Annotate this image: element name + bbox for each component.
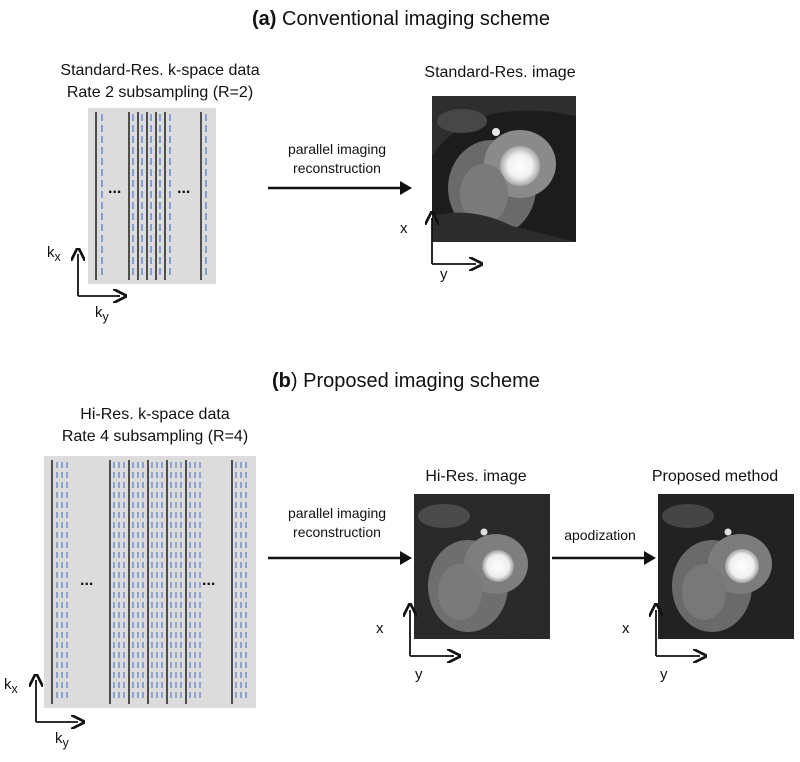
apodization-label: apodization — [564, 527, 636, 543]
panel-b-title-text: Proposed imaging scheme — [303, 370, 540, 392]
kx-sub: x — [54, 250, 61, 264]
panel-b-hires-axes — [394, 600, 464, 670]
hi-res-image — [414, 494, 550, 639]
ky-main: k — [95, 304, 103, 321]
proposed-method-label: Proposed method — [651, 468, 779, 485]
panel-b-hires-x-label: x — [376, 620, 384, 637]
panel-a-recon-arrow — [268, 181, 412, 195]
panel-b-arrow-label: parallel imaging reconstruction — [262, 504, 412, 542]
panel-b-kspace-label-line1: Hi-Res. k-space data — [80, 406, 230, 423]
panel-a-image-label: Standard-Res. image — [424, 64, 576, 81]
panel-b-kspace-label: Hi-Res. k-space data Rate 4 subsampling … — [30, 404, 280, 448]
panel-a-title: (a) Conventional imaging scheme — [252, 8, 550, 31]
panel-b-ellipsis-right: ... — [202, 572, 216, 589]
panel-b-kspace-label-line2: Rate 4 subsampling (R=4) — [61, 428, 249, 445]
panel-b-arrow-label-line1: parallel imaging — [287, 505, 387, 521]
panel-a-kspace-axes — [70, 248, 150, 318]
ky-main: k — [55, 730, 63, 747]
panel-a-kspace-label: Standard-Res. k-space data Rate 2 subsam… — [40, 60, 280, 104]
panel-b-proposed-axes — [640, 600, 710, 670]
apodization-arrow — [552, 551, 656, 565]
panel-a-title-text: Conventional imaging scheme — [282, 8, 550, 30]
panel-b-kx-label: kx — [4, 676, 18, 696]
panel-a-arrow-label-line2: reconstruction — [293, 160, 381, 176]
panel-b-kspace-lines — [51, 460, 247, 704]
kx-main: k — [47, 244, 55, 261]
panel-b-proposed-y-label: y — [660, 666, 668, 683]
panel-b-kspace-panel — [44, 456, 256, 708]
proposed-method-image — [658, 494, 794, 639]
panel-b-letter: (b — [272, 370, 291, 392]
panel-b-recon-arrow — [268, 551, 412, 565]
panel-a-ellipsis-right: ... — [177, 180, 191, 197]
panel-b-kspace-axes — [26, 674, 106, 744]
panel-a-arrow-label: parallel imaging reconstruction — [262, 140, 412, 178]
panel-b-ky-label: ky — [55, 730, 69, 750]
ky-sub: y — [102, 310, 109, 324]
panel-b-title-suffix: ) — [290, 370, 298, 392]
kx-sub: x — [11, 682, 18, 696]
panel-a-y-label: y — [440, 266, 448, 283]
panel-b-ellipsis-left: ... — [80, 572, 94, 589]
panel-a-image-axes — [414, 208, 484, 278]
panel-b-proposed-x-label: x — [622, 620, 630, 637]
standard-res-image — [432, 96, 576, 242]
panel-a-kspace-label-line1: Standard-Res. k-space data — [60, 62, 260, 79]
panel-a-kspace-label-line2: Rate 2 subsampling (R=2) — [66, 84, 254, 101]
panel-b-arrow-label-line2: reconstruction — [293, 524, 381, 540]
panel-a-kspace-panel — [88, 108, 216, 284]
panel-b-hires-y-label: y — [415, 666, 423, 683]
panel-a-arrow-label-line1: parallel imaging — [287, 141, 387, 157]
panel-a-x-label: x — [400, 220, 408, 237]
kx-main: k — [4, 676, 12, 693]
panel-a-kspace-lines — [95, 112, 207, 280]
panel-a-ky-label: ky — [95, 304, 109, 324]
panel-a-ellipsis-left: ... — [108, 180, 122, 197]
panel-b-hires-label: Hi-Res. image — [425, 468, 527, 485]
panel-a-kx-label: kx — [47, 244, 61, 264]
ky-sub: y — [62, 736, 69, 750]
panel-b-title: (b) Proposed imaging scheme — [272, 370, 540, 393]
panel-a-letter: (a) — [252, 8, 277, 30]
